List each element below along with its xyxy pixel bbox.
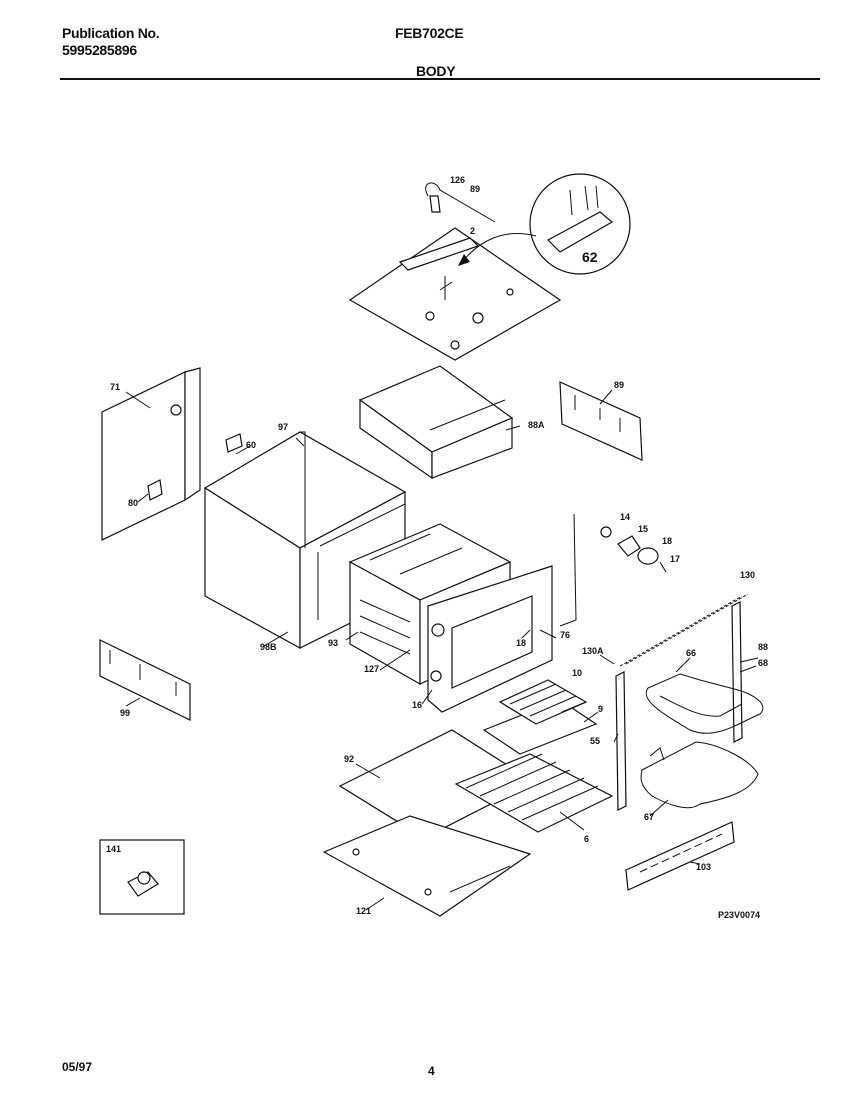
- callout-55: 55: [590, 736, 600, 746]
- callout-80: 80: [128, 498, 138, 508]
- leader-lines: [125, 389, 759, 911]
- callout-89-top: 89: [470, 184, 480, 194]
- section-title: BODY: [416, 63, 456, 79]
- callout-6: 6: [584, 834, 589, 844]
- page-number: 4: [428, 1064, 435, 1078]
- model-number: FEB702CE: [395, 25, 464, 41]
- callout-66: 66: [686, 648, 696, 658]
- oven-rack-part: [454, 753, 614, 833]
- callout-103: 103: [696, 862, 711, 872]
- callout-141: 141: [106, 844, 121, 854]
- callout-98b: 98B: [260, 642, 277, 652]
- kick-panel-part: [625, 821, 735, 891]
- callout-62: 62: [582, 249, 598, 265]
- broil-element-part: [615, 593, 764, 811]
- publication-label: Publication No.: [62, 25, 160, 41]
- callout-88: 88: [758, 642, 768, 652]
- callout-60: 60: [246, 440, 256, 450]
- callout-126: 126: [450, 175, 465, 185]
- callout-15: 15: [638, 524, 648, 534]
- callout-10: 10: [572, 668, 582, 678]
- front-frame-part: [427, 565, 553, 713]
- callout-9: 9: [598, 704, 603, 714]
- callout-89-right: 89: [614, 380, 624, 390]
- callout-16: 16: [412, 700, 422, 710]
- top-panel-part: [348, 182, 562, 361]
- callout-127: 127: [364, 664, 379, 674]
- bake-element-part: [640, 741, 759, 809]
- publication-number: 5995285896: [62, 42, 137, 58]
- callout-93: 93: [328, 638, 338, 648]
- callout-130: 130: [740, 570, 755, 580]
- callout-71: 71: [110, 382, 120, 392]
- callout-130a: 130A: [582, 646, 604, 656]
- callout-2: 2: [470, 226, 475, 236]
- insulation-blanket-part: [358, 365, 514, 480]
- callout-labels: 126 89 2 62 71 97 60 80 89 88A 14 15 18 …: [106, 175, 768, 916]
- bottom-bracket-part: [99, 639, 191, 721]
- callout-88a: 88A: [528, 420, 545, 430]
- callout-17: 17: [670, 554, 680, 564]
- footer-date: 05/97: [62, 1060, 93, 1074]
- inset-box-141: [99, 839, 185, 915]
- rear-bracket-part: [559, 381, 643, 461]
- callout-97: 97: [278, 422, 288, 432]
- oven-light-part: [559, 513, 667, 627]
- callout-67: 67: [644, 812, 654, 822]
- side-panel-part: [101, 367, 201, 541]
- callout-99: 99: [120, 708, 130, 718]
- callout-14: 14: [620, 512, 630, 522]
- base-pan-part: [322, 815, 532, 917]
- terminal-block-detail: [458, 173, 631, 275]
- header-rule: [60, 78, 820, 80]
- callout-18-light: 18: [662, 536, 672, 546]
- broil-pan-part: [482, 679, 598, 755]
- callout-92: 92: [344, 754, 354, 764]
- callout-68: 68: [758, 658, 768, 668]
- callout-121: 121: [356, 906, 371, 916]
- drawing-code: P23V0074: [718, 910, 760, 920]
- callout-18-frame: 18: [516, 638, 526, 648]
- callout-76: 76: [560, 630, 570, 640]
